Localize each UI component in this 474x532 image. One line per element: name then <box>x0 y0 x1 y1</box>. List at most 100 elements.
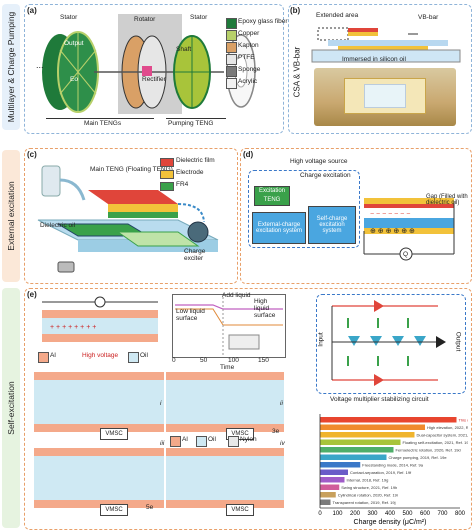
sidebar-self: Self-excitation <box>2 288 20 528</box>
acrylic-ring <box>226 34 256 108</box>
dielectric-oil-label: Dielectric oil <box>40 222 76 229</box>
chart-bar-label: Swing structure, 2021, Ref. 19h <box>341 485 397 490</box>
legend-swatch-copper <box>226 30 237 41</box>
charge-density-chart: This workHigh elevation, 2022, Ref. 19aD… <box>318 414 469 526</box>
chart-bar-label: Cylindrical rotation, 2020, Ref. 19i <box>338 493 398 498</box>
vmsc-label-1: VMSC <box>105 431 123 437</box>
chart-bar-label: Contact-separation, 2019, Ref. 19f <box>350 470 412 475</box>
legend-swatch-epoxy <box>226 18 237 29</box>
low-liquid-label: Low liquid surface <box>176 308 205 322</box>
main-tengs-label: Main TENGs <box>84 120 122 127</box>
excitation-teng-label: Excitation TENG <box>258 188 285 203</box>
nylon-swatch <box>228 436 239 447</box>
oil-label-2: Oil <box>208 436 216 443</box>
chart-bar-label: This work <box>459 418 469 423</box>
chart-bar <box>320 469 348 475</box>
panel-d-label: (d) <box>243 150 254 159</box>
svg-text:⊕ ⊕ ⊕ ⊕ ⊕ ⊕: ⊕ ⊕ ⊕ ⊕ ⊕ ⊕ <box>370 228 415 235</box>
chart-bar <box>320 499 331 505</box>
liquid-curve <box>175 304 283 310</box>
rectifier-label: Rectifier <box>142 76 166 83</box>
sidebar-multilayer: Multilayer & Charge Pumping <box>2 4 20 130</box>
plot-xlabel: Time <box>220 364 235 371</box>
charge-exciter-label: Charge exciter <box>184 248 206 262</box>
vb-bar-label: VB-bar <box>418 14 439 21</box>
roman-i: i <box>160 400 162 407</box>
vmsc-box-3: VMSC <box>100 504 128 516</box>
chart-xtick-label: 200 <box>350 511 361 517</box>
sidebar-external: External excitation <box>2 150 20 282</box>
sidebar-multilayer-label: Multilayer & Charge Pumping <box>6 11 16 123</box>
extended-area-label: Extended area <box>316 12 359 19</box>
chart-bar <box>320 477 345 483</box>
step-iv <box>166 448 284 508</box>
chart-bar <box>320 462 361 468</box>
immersed-label: Immersed in silicon oil <box>342 56 406 63</box>
liquid-plot <box>172 294 286 358</box>
chart-xtick-label: 600 <box>420 511 431 517</box>
al-swatch <box>38 352 49 363</box>
panel-c-label: (c) <box>27 150 37 159</box>
panel-e <box>24 288 472 530</box>
panel-b-label: (b) <box>290 6 301 15</box>
csa-schematic <box>311 27 461 63</box>
roman-ii: ii <box>280 400 283 407</box>
main-teng-label: Main TENG (Floating TENG) <box>90 166 173 173</box>
chart-xtick-label: 500 <box>402 511 413 517</box>
panel-b <box>288 4 472 134</box>
step-i <box>34 372 164 432</box>
chart-xtick-label: 0 <box>318 511 322 517</box>
legend-label-acrylic: Acrylic <box>238 78 258 85</box>
excitation-teng-box: Excitation TENG <box>254 186 290 206</box>
panel-d <box>240 148 472 284</box>
roman-iv: iv <box>280 440 285 447</box>
pumping-teng-label: Pumping TENG <box>168 120 214 127</box>
eo-label: Eo <box>70 76 78 83</box>
rectifier-block <box>142 66 152 76</box>
al-swatch-2 <box>170 436 181 447</box>
legend-label-dielectric: Dielectric film <box>176 157 215 164</box>
vm-circuit-frame <box>316 294 466 394</box>
roman-iii: iii <box>160 440 165 447</box>
self-system-box: Self-charge excitation system <box>308 206 356 244</box>
teng-disks-drawing <box>42 31 224 113</box>
panel-a <box>24 4 284 134</box>
sidebar-external-label: External excitation <box>6 181 16 251</box>
excitation-frame <box>248 170 360 248</box>
legend-swatch-fr4 <box>160 182 174 191</box>
legend-label-kapton: Kapton <box>238 42 259 49</box>
legend-label-fr4: FR4 <box>176 181 189 188</box>
chart-bar-label: Ferroelectric rotation, 2020, Ref. 19d <box>396 448 461 453</box>
legend-label-sponge: Sponge <box>238 66 261 73</box>
panel-e-label: (e) <box>27 290 37 299</box>
charge-exciter <box>187 221 209 243</box>
chart-bar <box>320 484 340 490</box>
chart-bar-label: Charge pumping, 2019, Ref. 19e <box>389 455 448 460</box>
legend-swatch-electrode <box>160 170 174 179</box>
chart-bar <box>320 447 394 453</box>
chart-bar <box>320 432 415 438</box>
nylon-label: Nylon <box>240 436 257 443</box>
step-ii <box>166 372 284 432</box>
chart-xtick-label: 100 <box>332 511 343 517</box>
stator-left-label: Stator <box>60 14 78 21</box>
legend-swatch-ptfe <box>226 54 237 65</box>
svg-text:− − − − − − −: − − − − − − − <box>370 211 410 218</box>
external-system-box: External-charge excitation system <box>252 212 306 244</box>
panel-b-side-label: CSA & VB-bar <box>292 46 302 98</box>
legend-swatch-dielectric <box>160 158 174 167</box>
main-tengs-bracket <box>46 118 154 119</box>
vmsc-label-3: VMSC <box>105 507 123 513</box>
step-label-3e: 3e <box>272 428 280 435</box>
circuit-input-label: Input <box>317 332 325 347</box>
oil-label: Oil <box>140 352 148 359</box>
add-liquid-label: Add liquid <box>222 292 251 299</box>
chart-xtick-label: 300 <box>367 511 378 517</box>
csa-photo <box>314 68 456 126</box>
output-label: Output <box>64 40 84 47</box>
external-excitation-drawing <box>37 165 219 273</box>
legend-swatch-acrylic <box>226 78 237 89</box>
chart-bar <box>320 417 457 423</box>
vmsc-label-4: VMSC <box>231 507 249 513</box>
legend-label-electrode: Electrode <box>176 169 204 176</box>
